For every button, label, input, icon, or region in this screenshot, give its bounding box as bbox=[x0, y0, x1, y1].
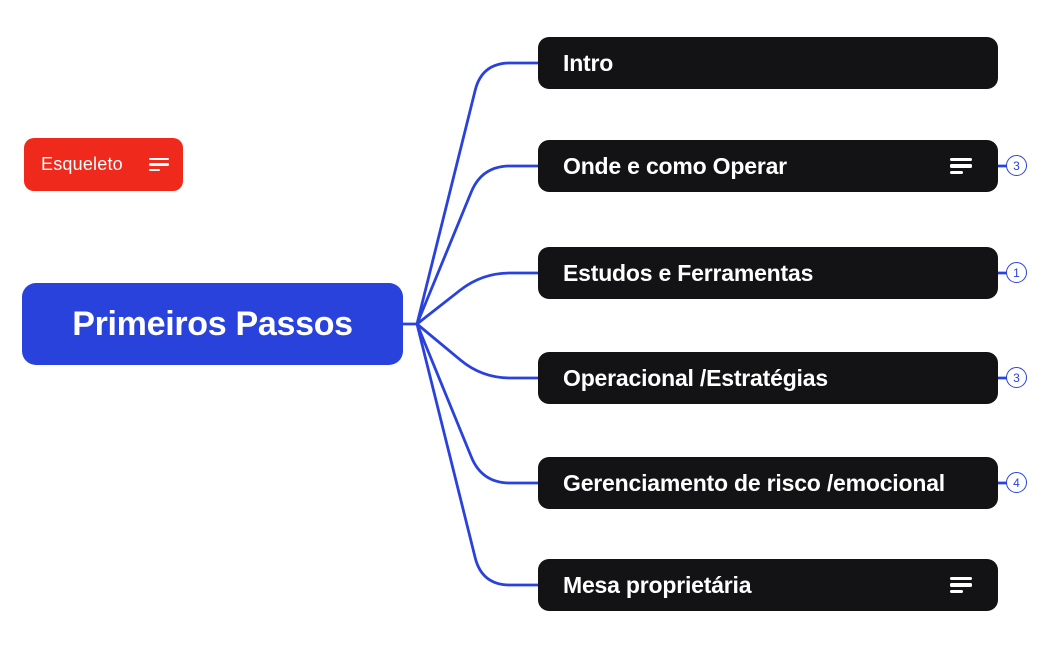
child-topic-intro[interactable]: Intro bbox=[538, 37, 998, 89]
branch-to-child-6 bbox=[415, 322, 541, 587]
child-topic-label: Estudos e Ferramentas bbox=[563, 259, 814, 286]
branch-to-child-3 bbox=[415, 271, 541, 326]
branch-to-child-5 bbox=[415, 322, 541, 485]
notes-icon[interactable] bbox=[149, 157, 169, 172]
child-topic-label: Mesa proprietária bbox=[563, 571, 752, 598]
branch-to-child-4 bbox=[415, 322, 541, 380]
collapse-count-badge[interactable]: 3 bbox=[1006, 155, 1027, 176]
floating-topic-label: Esqueleto bbox=[41, 154, 123, 174]
child-topic-mesa-proprietaria[interactable]: Mesa proprietária bbox=[538, 559, 998, 611]
child-topic-gerenciamento-de-risco[interactable]: Gerenciamento de risco /emocional bbox=[538, 457, 998, 509]
branch-to-child-1 bbox=[415, 61, 541, 326]
child-topic-operacional-estrategias[interactable]: Operacional /Estratégias bbox=[538, 352, 998, 404]
child-topic-label: Gerenciamento de risco /emocional bbox=[563, 469, 945, 496]
child-topic-label: Onde e como Operar bbox=[563, 152, 787, 179]
child-topic-label: Operacional /Estratégias bbox=[563, 364, 828, 391]
floating-topic-esqueleto[interactable]: Esqueleto bbox=[24, 138, 183, 191]
branch-to-child-2 bbox=[415, 164, 541, 326]
child-topic-onde-e-como-operar[interactable]: Onde e como Operar bbox=[538, 140, 998, 192]
notes-icon[interactable] bbox=[950, 576, 972, 594]
collapse-count-badge[interactable]: 4 bbox=[1006, 472, 1027, 493]
child-topic-estudos-e-ferramentas[interactable]: Estudos e Ferramentas bbox=[538, 247, 998, 299]
child-topic-label: Intro bbox=[563, 49, 614, 76]
collapse-count-badge[interactable]: 3 bbox=[1006, 367, 1027, 388]
root-topic[interactable]: Primeiros Passos bbox=[22, 283, 403, 365]
collapse-count-badge[interactable]: 1 bbox=[1006, 262, 1027, 283]
root-topic-label: Primeiros Passos bbox=[72, 304, 353, 343]
notes-icon[interactable] bbox=[950, 157, 972, 175]
